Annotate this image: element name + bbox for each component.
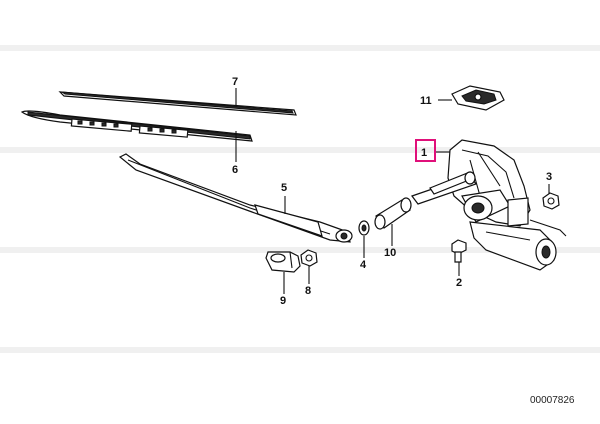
callout-11: 11 [420,95,432,107]
wiper-rubber-strip-part[interactable] [58,91,297,116]
callout-7: 7 [232,76,238,88]
callout-5: 5 [281,182,287,194]
callout-10: 10 [384,247,396,259]
document-number: 00007826 [530,395,575,406]
leader-lines [235,88,550,294]
wiper-arm-part[interactable] [118,153,353,243]
highlight-box [415,139,436,162]
bolt-part[interactable] [451,239,467,263]
sleeve-part[interactable] [374,197,412,230]
callout-6: 6 [232,164,238,176]
callout-2: 2 [456,277,462,289]
nut-part-8[interactable] [300,249,318,267]
nut-part-3[interactable] [542,192,560,210]
callout-4: 4 [360,259,367,271]
washer-part[interactable] [358,220,370,236]
cover-cap-part[interactable] [265,251,301,273]
wiper-motor-assembly-part[interactable] [411,139,567,271]
callout-1: 1 [421,147,427,159]
wiper-blade-part[interactable] [20,110,253,142]
callout-3: 3 [546,171,552,183]
callout-8: 8 [305,285,311,297]
callout-9: 9 [280,295,286,307]
bracket-clip-part[interactable] [451,85,505,111]
